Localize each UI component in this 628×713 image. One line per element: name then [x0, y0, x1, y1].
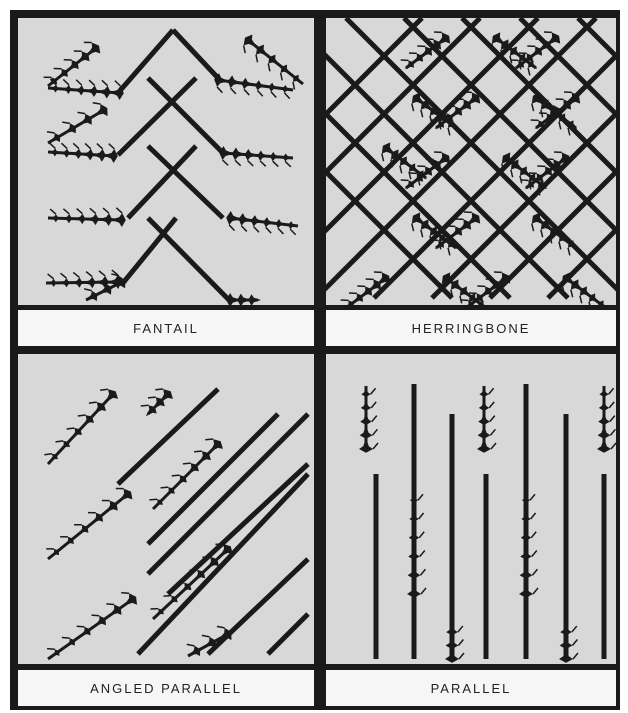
- wheat-head: [359, 386, 378, 453]
- herringbone-illustration: [326, 18, 616, 305]
- wheat-head: [47, 103, 108, 143]
- panel-herringbone: [326, 18, 616, 305]
- wheat-head: [149, 439, 223, 509]
- stalk: [118, 30, 173, 93]
- wheat-head: [47, 593, 137, 659]
- stalk: [123, 218, 176, 283]
- panel-fantail: [18, 18, 314, 305]
- wheat-head: [412, 92, 458, 135]
- stalk: [118, 389, 218, 484]
- wheat-head: [244, 35, 303, 90]
- stalk: [268, 614, 308, 654]
- wheat-head: [562, 272, 608, 305]
- parallel-illustration: [326, 354, 616, 664]
- label-herringbone: HERRINGBONE: [326, 310, 616, 346]
- diagram-frame: FANTAIL HERRINGBONE ANGLED PARALLEL PARA…: [10, 10, 620, 710]
- wheat-head: [48, 143, 118, 163]
- fantail-illustration: [18, 18, 314, 305]
- stalk: [208, 559, 308, 654]
- stalk: [173, 30, 218, 78]
- stalk: [148, 218, 230, 301]
- wheat-head: [46, 488, 132, 559]
- panel-parallel: [326, 354, 616, 664]
- angled-parallel-illustration: [18, 354, 314, 664]
- panel-angled-parallel: [18, 354, 314, 664]
- label-fantail: FANTAIL: [18, 310, 314, 346]
- wheat-head: [141, 389, 173, 416]
- wheat-head: [48, 79, 124, 100]
- wheat-head: [151, 544, 233, 619]
- wheat-head: [226, 211, 298, 235]
- wheat-head: [597, 386, 616, 453]
- wheat-head: [44, 389, 118, 464]
- label-parallel: PARALLEL: [326, 670, 616, 706]
- wheat-head: [219, 146, 293, 167]
- wheat-head: [48, 208, 126, 227]
- wheat-head: [226, 293, 261, 305]
- wheat-head: [44, 42, 101, 86]
- label-angled-parallel: ANGLED PARALLEL: [18, 670, 314, 706]
- wheat-head: [477, 386, 496, 453]
